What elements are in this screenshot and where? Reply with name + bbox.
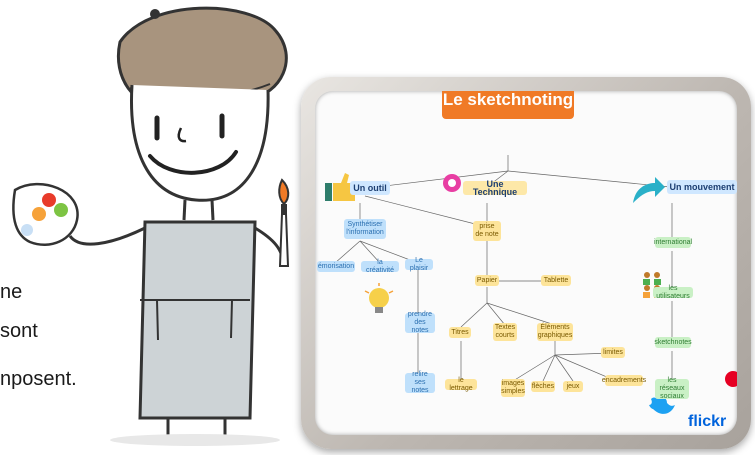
arrow-icon <box>633 177 665 203</box>
node-synthetiser: Synthétiser l'information <box>344 219 386 239</box>
thumbs-up-icon <box>325 173 355 201</box>
palette-icon <box>12 182 79 247</box>
node-plaisir: Le plaisir <box>405 257 433 272</box>
mind-map-title: Le sketchnoting <box>442 91 574 119</box>
branch-un-mouvement: Un mouvement <box>667 180 737 194</box>
brush-icon <box>278 178 290 267</box>
twitter-icon <box>649 396 675 414</box>
node-limites: limites <box>601 347 625 358</box>
node-sketchnotes: sketchnotes <box>654 337 692 348</box>
node-encadrements: encadrements <box>602 375 646 386</box>
branch-un-outil: Un outil <box>350 181 390 195</box>
node-fleches: flèches <box>531 381 555 392</box>
node-textes-courts: Textes courts <box>493 323 517 341</box>
caption-line-3: nposent. <box>0 368 77 390</box>
node-images-simples: images simples <box>501 379 525 397</box>
mind-map-canvas: Le sketchnoting Un outil Une Technique U… <box>315 91 737 435</box>
node-creativite: la créativité <box>361 259 399 274</box>
node-prendre-notes: prendre des notes <box>405 311 435 334</box>
caption-line-1: ne <box>0 281 23 303</box>
node-international: international <box>654 237 692 248</box>
node-tablette: Tablette <box>541 275 571 286</box>
node-relire-notes: relire ses notes <box>405 371 435 394</box>
node-memorisation: émorisation <box>317 261 355 272</box>
brain-icon <box>443 174 461 192</box>
node-papier: Papier <box>475 275 499 286</box>
node-reseaux-sociaux: les réseaux sociaux <box>655 377 689 400</box>
flickr-logo: flickr <box>688 413 727 430</box>
pinterest-icon <box>725 371 737 387</box>
node-elements-graphiques: Éléments graphiques <box>537 323 573 341</box>
caption-line-2: sont <box>0 320 38 342</box>
node-prise-de-note: prise de note <box>473 221 501 241</box>
picture-frame: Le sketchnoting Un outil Une Technique U… <box>301 77 751 449</box>
branch-une-technique: Une Technique <box>463 180 527 197</box>
node-utilisateurs: les utilisateurs <box>653 285 693 300</box>
node-lettrage: le lettrage <box>445 377 477 392</box>
artist-icon <box>68 6 288 446</box>
node-jeux: jeux <box>563 381 583 392</box>
lightbulb-icon <box>364 283 394 313</box>
node-titres: Titres <box>449 327 471 338</box>
